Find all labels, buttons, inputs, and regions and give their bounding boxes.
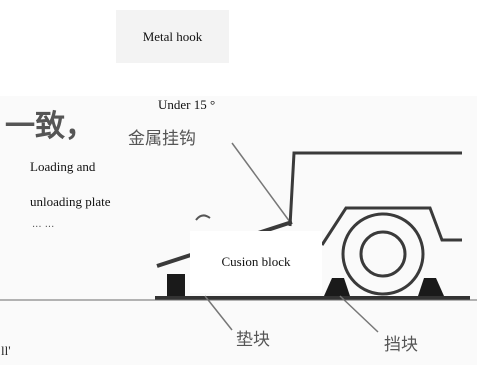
diagram-panel	[0, 96, 477, 365]
stopper-leader-line	[339, 295, 379, 333]
metal-hook-label: Metal hook	[142, 28, 203, 44]
chinese-cushion-label: 垫块	[236, 330, 270, 350]
wheel-stopper-left	[324, 278, 350, 296]
wheel-rim	[359, 230, 407, 278]
chinese-metal-hook-label: 金属挂钩	[128, 129, 196, 149]
cushion-leader-line	[204, 295, 233, 331]
chinese-top-fragment: 一致，	[5, 109, 95, 144]
cusion-block-label-box: Cusion block	[190, 231, 322, 293]
chinese-stopper-label: 挡块	[384, 335, 418, 355]
angle-arc	[195, 214, 211, 221]
metal-hook-label-box: Metal hook	[116, 10, 229, 63]
hook-leader-line	[231, 142, 291, 223]
edge-mark: ll'	[1, 343, 11, 358]
wheel-tire	[341, 212, 425, 296]
wheel-stopper-right	[418, 278, 444, 296]
wheel-arch	[320, 206, 462, 246]
angle-label: Under 15 °	[158, 97, 216, 112]
loading-plate-label-line2: unloading plate	[30, 194, 111, 209]
loading-plate-label-line1: Loading and	[30, 159, 96, 174]
cushion-block	[167, 274, 185, 296]
truck-body-outline	[288, 151, 462, 227]
chinese-plate-fragment: ··· ···	[32, 222, 54, 233]
cusion-block-label: Cusion block	[221, 254, 291, 269]
